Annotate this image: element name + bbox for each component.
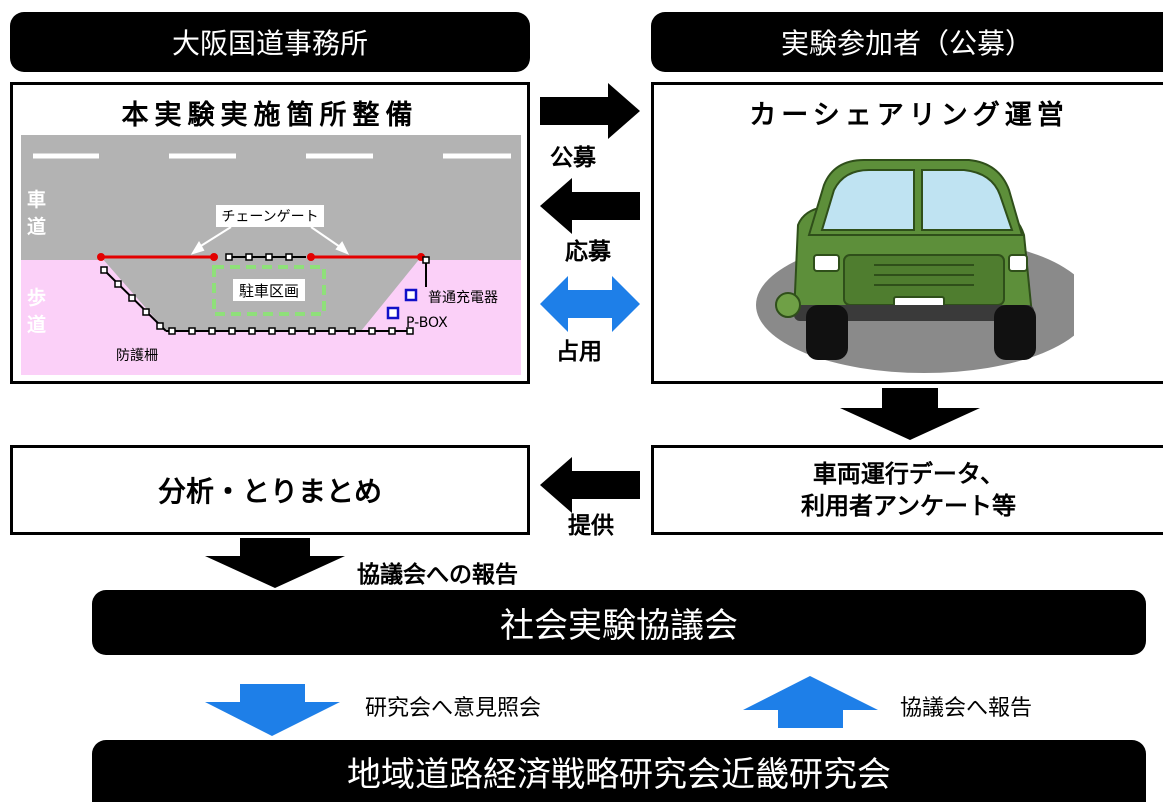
parking-bay-outline	[212, 265, 326, 316]
header-osaka-office: 大阪国道事務所	[10, 12, 530, 72]
car-illustration	[756, 159, 1074, 373]
fence-posts	[100, 256, 430, 335]
roadway-area	[21, 135, 521, 260]
arrow-recruit-label: 公募	[550, 145, 596, 171]
council-bar-label: 社会実験協議会	[500, 606, 738, 646]
arrow-report-up	[743, 676, 878, 728]
car-sharing-title: カーシェアリング運営	[749, 100, 1069, 131]
arrow-inquiry-label: 研究会へ意見照会	[365, 696, 542, 721]
header-participants: 実験参加者（公募）	[651, 12, 1163, 72]
charger-label: 普通充電器	[428, 290, 498, 306]
analysis-box: 分析・とりまとめ	[10, 445, 530, 535]
data-box-line1: 車両運行データ、	[812, 460, 1005, 488]
arrow-recruit	[540, 83, 640, 139]
fence-label: 防護柵	[116, 348, 158, 364]
analysis-label: 分析・とりまとめ	[157, 475, 382, 508]
header-participants-label: 実験参加者（公募）	[780, 27, 1033, 60]
arrow-apply-label: 応募	[565, 239, 611, 265]
parking-label: 駐車区画	[239, 282, 299, 300]
chain-gate-posts	[225, 253, 293, 261]
arrow-occupy-label: 占用	[556, 339, 602, 365]
sidewalk-label: 歩道	[27, 287, 47, 336]
pbox-label: P-BOX	[406, 315, 448, 331]
arrow-report-council	[205, 538, 345, 588]
data-box-line2: 利用者アンケート等	[800, 492, 1017, 520]
header-osaka-office-label: 大阪国道事務所	[171, 27, 368, 60]
roadway-label: 車道	[27, 189, 47, 238]
arrow-report-label: 協議会へ報告	[900, 696, 1033, 721]
arrow-report-council-label: 協議会への報告	[357, 562, 518, 588]
site-preparation-title: 本実験実施箇所整備	[121, 100, 419, 131]
arrow-occupy	[540, 276, 640, 332]
council-bar: 社会実験協議会	[92, 590, 1146, 655]
parking-label-box	[233, 279, 305, 301]
chain-gate-label: チェーンゲート	[221, 209, 318, 225]
arrow-inquiry-down	[205, 684, 340, 736]
arrow-provide-label: 提供	[568, 513, 614, 539]
research-bar: 地域道路経済戦略研究会近畿研究会	[92, 740, 1146, 802]
research-bar-label: 地域道路経済戦略研究会近畿研究会	[347, 754, 891, 795]
charger-icon	[404, 288, 418, 302]
arrow-apply	[540, 178, 640, 234]
data-box: 車両運行データ、 利用者アンケート等	[651, 445, 1163, 535]
car-sharing-box: カーシェアリング運営	[651, 82, 1163, 384]
site-diagram: チェーンゲート 駐車区画 防護柵 普通充電器 P-BOX	[21, 135, 521, 375]
chain-gate-pointer-arrows	[190, 226, 350, 255]
arrow-down-to-data	[840, 388, 980, 440]
site-preparation-box: 本実験実施箇所整備	[10, 82, 530, 384]
chain-gate-label-box	[216, 205, 324, 227]
pbox-icon	[386, 306, 400, 320]
arrow-provide	[540, 457, 640, 513]
